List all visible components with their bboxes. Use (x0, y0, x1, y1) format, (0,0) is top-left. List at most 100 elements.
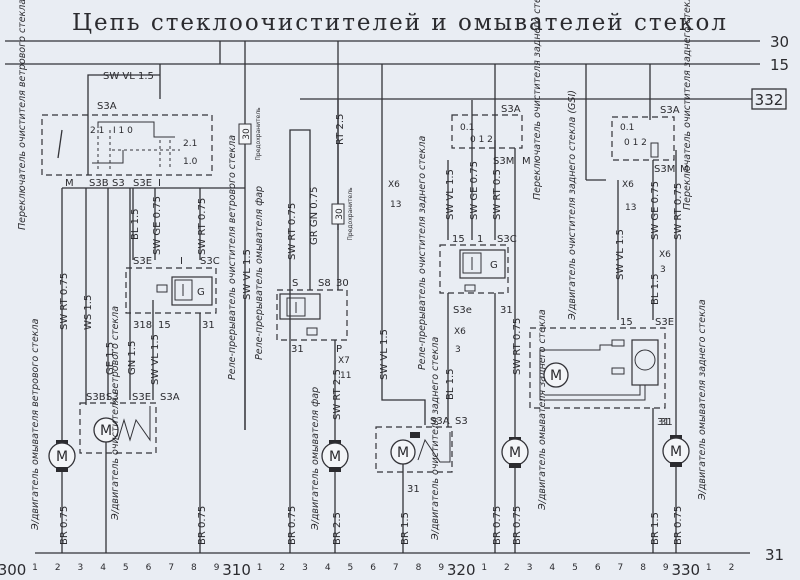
wire-label: WS 1.5 (83, 295, 94, 330)
diagram-title: Цепь стеклоочистителей и омывателей стек… (72, 10, 728, 36)
motor-brush (509, 463, 521, 468)
axis-col-label: 2 (55, 563, 61, 573)
ws-relay-arrow-box (174, 279, 193, 301)
axis-col-label: 2 (279, 563, 285, 573)
axis-section-label: 300 (0, 561, 26, 579)
x6-3-b-conn: X6 (659, 250, 671, 260)
x6-13-a-conn: X6 (388, 180, 400, 190)
rear-switch-pos: 0 1 2 (470, 135, 493, 145)
ws-wiper-pin: S3A (160, 392, 180, 403)
hl-relay-module (279, 293, 321, 320)
wire-label: BR 1.5 (400, 512, 411, 545)
hl-relay-box (276, 289, 348, 341)
rear-wiper-motor-name: Э/двигатель очистителя заднего стекла (430, 336, 441, 541)
gsi-switch-resistor (650, 142, 659, 158)
hl-relay-pin-30: 30 (336, 278, 349, 289)
fuse2-body (331, 203, 345, 225)
wire-label: SW VL 1.5 (242, 249, 253, 300)
hl-x7-pin: 11 (340, 371, 351, 381)
ws-washer-motor-m: M (56, 449, 68, 465)
gsi-wiper-pin-31: 31 (657, 417, 670, 428)
rear-relay-g: G (490, 260, 498, 271)
ws-relay-pin-s3c: S3C (200, 256, 220, 267)
rear-relay-arrow-box (462, 252, 482, 274)
motor-brush (670, 462, 682, 467)
ws-wiper-park-contact (117, 406, 151, 442)
wire-gr-gn (289, 129, 311, 290)
ws-relay-name: Реле-прерыватель очистителя ветрового ст… (227, 135, 238, 380)
wire-label: BL 1.5 (650, 273, 661, 305)
ws-switch-pos-21: 2 1 (90, 126, 104, 136)
rear-wiper-pin-s3a: S3A (430, 416, 450, 427)
ws-wiper-motor-box (79, 402, 157, 454)
ws-switch-pos-2-1: 2.1 (183, 139, 197, 149)
gsi-switch-pos: 0.1 (620, 123, 634, 133)
wire-label: GE 1.5 (105, 342, 116, 375)
wire-label: RT 2.5 (335, 114, 346, 145)
axis-section-label: 330 (671, 561, 700, 579)
ws-wiper-pin: S3 (106, 392, 119, 403)
wire-label: BR 2.5 (332, 512, 343, 545)
ws-wiper-pin: S3E (132, 392, 151, 403)
wire-label: SW VL 1.5 (379, 329, 390, 380)
ws-switch-pos-10: I 1 0 (113, 126, 133, 136)
ws-relay-g: G (197, 287, 205, 298)
axis-col-label: 7 (618, 563, 624, 573)
ws-relay-pin-318: 318 (133, 320, 152, 331)
gsi-wiper-motor-icon (543, 362, 569, 388)
wire-label: SW RT 0.75 (673, 183, 684, 240)
gsi-switch-name: Переключатель очистителя заднего стекла … (682, 0, 693, 210)
axis-col-label: 2 (729, 563, 735, 573)
motor-brush (56, 467, 68, 472)
ws-wiper-pin: S3B (86, 392, 106, 403)
gsi-wiring (540, 344, 612, 351)
axis-col-label: 3 (78, 563, 84, 573)
rear-switch-s3m: S3M (493, 156, 514, 167)
axis-col-label: 3 (302, 563, 308, 573)
x6-13-a-pin: 13 (390, 200, 401, 210)
ws-switch-pos-1-0: 1.0 (183, 157, 198, 167)
ref-332-box (751, 88, 787, 110)
gsi-timer-module (631, 339, 659, 386)
rear-relay-pin-15: 15 (452, 234, 465, 245)
ws-pin-m: M (65, 178, 74, 189)
wire-label: SW VL 1.5 (103, 71, 154, 82)
rear-wiper-park-contact (417, 432, 451, 463)
x6-3-a-pin: 3 (455, 345, 461, 355)
rear-relay-box (439, 244, 509, 294)
hl-washer-motor-name: Э/двигатель омывателя фар (310, 387, 321, 531)
ws-relay-pin-i: I (180, 256, 183, 267)
wire-label: SW VL 1.5 (445, 169, 456, 220)
rear-switch-code: S3A (501, 104, 521, 115)
axis-section-label: 310 (222, 561, 251, 579)
ws-pin-s3e: S3E (133, 178, 152, 189)
sw-vl-top-wire (87, 74, 160, 175)
wire-label: SW GE 0.75 (650, 181, 661, 240)
hl-relay-arrow-box (286, 297, 306, 317)
rear-wiper-coil (410, 432, 420, 438)
axis-col-label: 4 (325, 563, 331, 573)
rear-relay-coil (464, 284, 476, 292)
wire-label: GN 1.5 (127, 341, 138, 375)
rear-relay-module (459, 249, 506, 279)
axis-col-label: 7 (168, 563, 174, 573)
hl-washer-motor-m: M (329, 449, 341, 465)
rear-washer-motor-m: M (509, 445, 521, 461)
ws-wiper-motor-name: Э/двигатель очистителя ветрового стекла (110, 306, 121, 521)
axis-col-label: 8 (191, 563, 197, 573)
axis-col-label: 9 (438, 563, 444, 573)
wire-label: GR GN 0.75 (309, 186, 320, 245)
wire-label: BR 0.75 (197, 506, 208, 545)
ws-switch-box (41, 114, 213, 176)
bus-31-label: 31 (765, 546, 784, 564)
rear-wiper-motor-m: M (397, 445, 409, 461)
wire-label: BR 0.75 (59, 506, 70, 545)
rear-switch-box (451, 114, 523, 149)
gsi-switch-s3m: S3M (654, 164, 675, 175)
gsi-wiper-box (529, 327, 666, 409)
wire-label: BR 0.75 (512, 506, 523, 545)
rear-relay-pin-1: 1 (477, 234, 483, 245)
ws-relay-pin-31: 31 (202, 320, 215, 331)
axis-col-label: 1 (32, 563, 38, 573)
